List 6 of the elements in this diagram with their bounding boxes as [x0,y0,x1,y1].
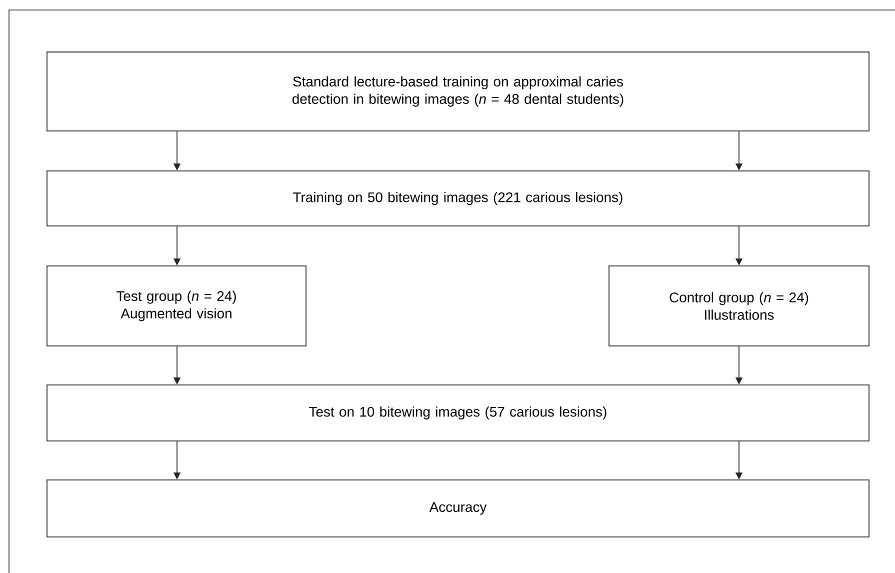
process-box: Accuracy [46,480,870,538]
process-box: Standard lecture-based training on approximal caries detection in bitewing images (n = 48 dental students) [46,52,870,132]
process-box: Test on 10 bitewing images (57 carious lesions) [46,384,870,442]
process-box: Training on 50 bitewing images (221 carious lesions) [46,170,870,226]
process-box: Test group (n = 24) Augmented vision [46,266,306,346]
process-box: Control group (n = 24) Illustrations [608,266,870,346]
